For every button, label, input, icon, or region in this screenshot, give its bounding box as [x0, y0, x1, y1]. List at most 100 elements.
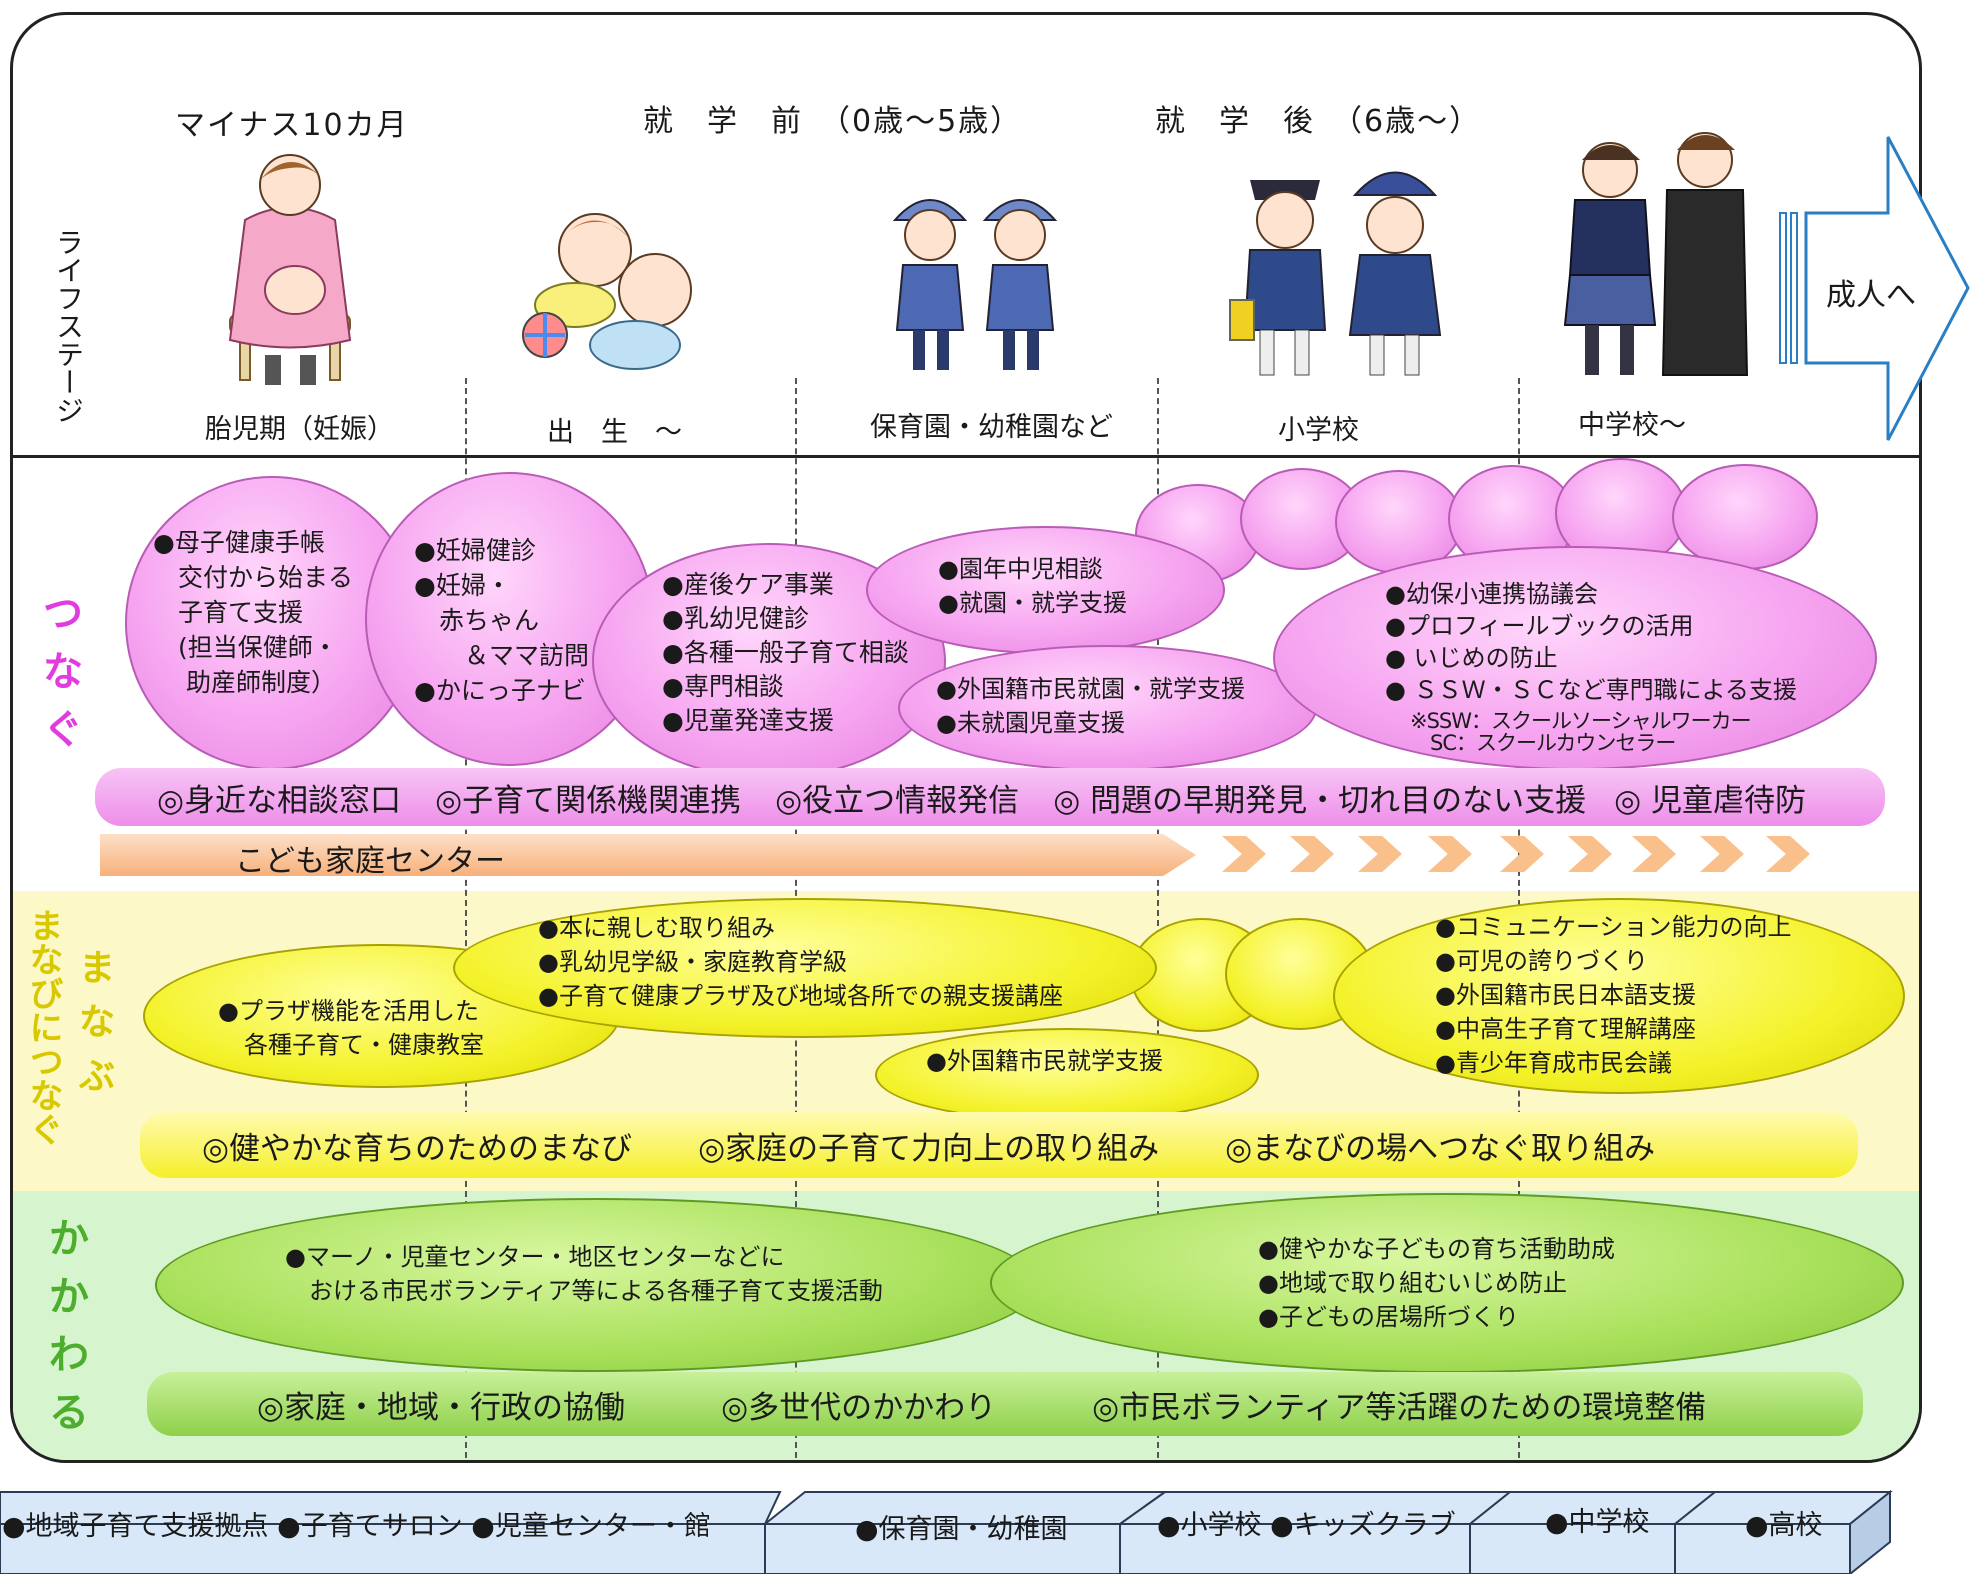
base-block-nursery: ●保育園・幼稚園: [855, 1514, 1068, 1545]
list-item: ●本に親しむ取り組み: [538, 914, 775, 942]
stage-label-junior-high: 中学校～: [1578, 410, 1686, 441]
tsunagu-b5-text: ●外国籍市民就園・就学支援 ●未就園児童支援: [936, 672, 1245, 740]
list-item: ●各種一般子育て相談: [662, 638, 909, 667]
stage-label-fetal: 胎児期（妊娠）: [205, 414, 394, 445]
tsunagu-b6-text: ●幼保小連携協議会 ●プロフィールブックの活用 ● いじめの防止 ● ＳＳＷ・Ｓ…: [1385, 578, 1797, 706]
kindergarten-kids-illustration: [892, 199, 1058, 370]
kodomo-katei-center-label: こども家庭センター: [235, 844, 505, 879]
manabu-b2-text: ●本に親しむ取り組み ●乳幼児学級・家庭教育学級 ●子育て健康プラザ及び地域各所…: [538, 911, 1063, 1013]
list-item: ● ＳＳＷ・ＳＣなど専門職による支援: [1385, 676, 1797, 704]
tsunagu-b4-text: ●園年中児相談 ●就園・就学支援: [938, 552, 1127, 620]
list-item: ●未就園児童支援: [936, 709, 1125, 737]
principle-item: ◎ 問題の早期発見・切れ目のない支援: [1053, 782, 1587, 819]
list-item: 交付から始まる: [153, 563, 354, 592]
note-line: SC：スクールカウンセラー: [1410, 731, 1676, 755]
list-item: 赤ちゃん: [414, 606, 540, 635]
principle-item: ◎健やかな育ちのためのまなび: [202, 1130, 633, 1167]
facility-base-blocks: [0, 1489, 1893, 1574]
stage-separator: [1157, 378, 1159, 1458]
list-item: ●妊婦健診: [414, 536, 536, 565]
header-divider: [13, 455, 1919, 458]
tsunagu-bubble-collab: [1273, 546, 1877, 770]
list-item: ●地域で取り組むいじめ防止: [1258, 1269, 1567, 1297]
tsunagu-b6-note: ※SSW：スクールソーシャルワーカー SC：スクールカウンセラー: [1410, 709, 1752, 755]
manabu-title: まなぶ: [78, 948, 115, 1097]
list-item: ●産後ケア事業: [662, 570, 834, 599]
list-item: ●可児の誇りづくり: [1435, 947, 1648, 975]
list-item: ●母子健康手帳: [153, 528, 325, 557]
base-block-elementary: ●小学校 ●キッズクラブ: [1157, 1510, 1456, 1541]
list-item: ●妊婦・: [414, 571, 511, 600]
junior-high-students-illustration: [1563, 132, 1749, 376]
list-item: 助産師制度）: [153, 668, 336, 697]
base-block-junior-high: ●中学校: [1545, 1507, 1650, 1538]
list-item: ●中高生子育て理解講座: [1435, 1015, 1696, 1043]
manabu-b4-text: ●コミュニケーション能力の向上 ●可児の誇りづくり ●外国籍市民日本語支援 ●中…: [1435, 910, 1791, 1080]
minus-label: マイナス10カ月: [175, 108, 409, 143]
tsunagu-bubble-foreign: [898, 645, 1317, 771]
base-block-high-school: ●高校: [1745, 1510, 1823, 1541]
kakawaru-b1-text: ●マーノ・児童センター・地区センターなどに おける市民ボランティア等による各種子…: [285, 1240, 883, 1308]
principle-item: ◎市民ボランティア等活躍のための環境整備: [1092, 1389, 1707, 1426]
principle-item: ◎家庭の子育て力向上の取り組み: [698, 1130, 1160, 1167]
principle-item: ◎身近な相談窓口: [157, 782, 402, 819]
tsunagu-b1-text: ●母子健康手帳 交付から始まる 子育て支援 (担当保健師・ 助産師制度）: [153, 525, 353, 700]
list-item: ●乳幼児学級・家庭教育学級: [538, 948, 847, 976]
stage-label-birth: 出 生 ～: [547, 417, 682, 448]
tsunagu-bubble-kindergarten: [866, 526, 1225, 654]
list-item: ●外国籍市民就学支援: [926, 1047, 1163, 1075]
tsunagu-b2-text: ●妊婦健診 ●妊婦・ 赤ちゃん ＆ママ訪問 ●かにっ子ナビ: [414, 533, 589, 708]
tsunagu-b3-text: ●産後ケア事業 ●乳幼児健診 ●各種一般子育て相談 ●専門相談 ●児童発達支援: [662, 568, 909, 738]
manabu-bubble-youth: [1333, 898, 1905, 1094]
list-item: ●健やかな子どもの育ち活動助成: [1258, 1235, 1615, 1263]
manabu-bubble-education: [453, 898, 1157, 1038]
list-item: ●コミュニケーション能力の向上: [1435, 913, 1792, 941]
principle-item: ◎まなびの場へつなぐ取り組み: [1225, 1130, 1656, 1167]
manabu-principles-bar: ◎健やかな育ちのためのまなび ◎家庭の子育て力向上の取り組み ◎まなびの場へつな…: [140, 1112, 1858, 1178]
manabu-b3-text: ●外国籍市民就学支援: [926, 1044, 1163, 1078]
list-item: ●マーノ・児童センター・地区センターなどに: [285, 1243, 785, 1271]
list-item: ●専門相談: [662, 672, 784, 701]
stage-label-elementary: 小学校: [1278, 415, 1359, 446]
list-item: ●青少年育成市民会議: [1435, 1049, 1672, 1077]
list-item: ●プラザ機能を活用した: [218, 997, 479, 1025]
kakawaru-principles-bar: ◎家庭・地域・行政の協働 ◎多世代のかかわり ◎市民ボランティア等活躍のための環…: [147, 1372, 1863, 1436]
kakawaru-bubble-community: [990, 1193, 1904, 1373]
list-item: ●プロフィールブックの活用: [1385, 612, 1694, 640]
list-item: ●幼保小連携協議会: [1385, 580, 1598, 608]
stage-separator: [465, 378, 467, 1458]
list-item: ●就園・就学支援: [938, 589, 1127, 617]
kakawaru-title: かかわる: [49, 1216, 89, 1436]
note-line: ※SSW：スクールソーシャルワーカー: [1410, 709, 1752, 733]
adult-label: 成人へ: [1826, 278, 1916, 313]
babies-illustration: [522, 213, 692, 370]
kodomo-katei-center-arrow: [100, 834, 1196, 876]
school-label: 就 学 後 （6歳～）: [1155, 104, 1482, 139]
base-block-community: ●地域子育て支援拠点 ●子育てサロン ●児童センター・館: [2, 1511, 711, 1542]
kakawaru-b2-text: ●健やかな子どもの育ち活動助成 ●地域で取り組むいじめ防止 ●子どもの居場所づく…: [1258, 1232, 1615, 1334]
list-item: ●かにっ子ナビ: [414, 676, 586, 705]
list-item: ●児童発達支援: [662, 706, 834, 735]
list-item: ● いじめの防止: [1385, 644, 1558, 672]
tsunagu-principles-bar: ◎身近な相談窓口 ◎子育て関係機関連携 ◎役立つ情報発信 ◎ 問題の早期発見・切…: [95, 768, 1885, 826]
list-item: ●乳幼児健診: [662, 604, 809, 633]
manabi-ni-tsunagu-title: まなびにつなぐ: [23, 908, 63, 1146]
principle-item: ◎役立つ情報発信: [775, 782, 1020, 819]
stage-label-nursery: 保育園・幼稚園など: [870, 412, 1113, 443]
principle-item: ◎ 児童虐待防: [1614, 782, 1806, 819]
list-item: ＆ママ訪問: [414, 641, 590, 670]
list-item: ●子育て健康プラザ及び地域各所での親支援講座: [538, 982, 1063, 1010]
list-item: 各種子育て・健康教室: [244, 1031, 484, 1059]
tsunagu-title: つなぐ: [43, 591, 83, 753]
list-item: ●外国籍市民就園・就学支援: [936, 675, 1245, 703]
list-item: 子育て支援: [153, 598, 304, 627]
to-adulthood-arrow: [1779, 136, 1970, 441]
list-item: ●子どもの居場所づくり: [1258, 1303, 1519, 1331]
list-item: (担当保健師・: [153, 633, 338, 662]
principle-item: ◎子育て関係機関連携: [435, 782, 742, 819]
preschool-label: 就 学 前 （0歳～5歳）: [643, 104, 1023, 139]
manabu-b1-text: ●プラザ機能を活用した 各種子育て・健康教室: [218, 994, 484, 1062]
principle-item: ◎多世代のかかわり: [721, 1389, 997, 1426]
pregnant-woman-illustration: [228, 154, 352, 385]
list-item: おける市民ボランティア等による各種子育て支援活動: [285, 1277, 883, 1305]
